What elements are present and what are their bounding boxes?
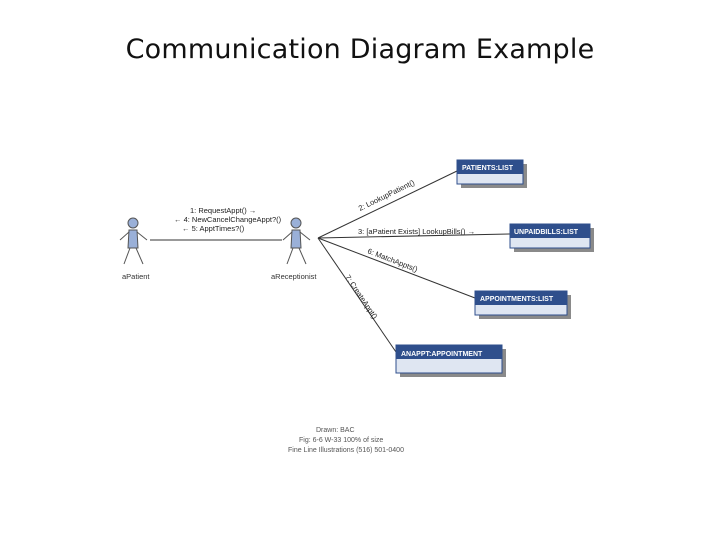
stick-figure-icon <box>282 217 311 265</box>
object-anappt-appointment: ANAPPT:APPOINTMENT <box>395 344 506 377</box>
slide-title: Communication Diagram Example <box>125 34 595 65</box>
object-appointments-list: APPOINTMENTS:LIST <box>474 290 571 319</box>
patient-label: aPatient <box>122 272 150 281</box>
link-to-anappt <box>317 237 397 353</box>
credit-line-2: Fig: 6-6 W-33 100% of size <box>299 437 383 444</box>
association-links <box>150 170 511 353</box>
object-label: APPOINTMENTS:LIST <box>480 296 554 303</box>
object-unpaidbills-list: UNPAIDBILLS:LIST <box>509 223 594 252</box>
credit-line-3: Fine Line Illustrations (516) 501-0400 <box>288 447 404 454</box>
message-labels: 1: RequestAppt() → ← 4: NewCancelChangeA… <box>174 178 475 321</box>
link-to-unpaidbills-list <box>317 233 511 239</box>
stick-figure-icon <box>119 217 148 265</box>
object-label: PATIENTS:LIST <box>462 165 514 172</box>
figure-credits: Drawn: BAC Fig: 6-6 W-33 100% of size Fi… <box>288 427 404 454</box>
message-4: ← 4: NewCancelChangeAppt?() <box>174 215 282 224</box>
credit-line-1: Drawn: BAC <box>316 427 355 434</box>
receptionist-actor: aReceptionist <box>271 217 317 281</box>
patient-actor: aPatient <box>119 217 150 281</box>
object-label: ANAPPT:APPOINTMENT <box>401 351 483 358</box>
object-label: UNPAIDBILLS:LIST <box>514 229 579 236</box>
message-6: 6: MatchAppts() <box>366 246 419 274</box>
receptionist-label: aReceptionist <box>271 272 317 281</box>
link-to-appointments-list <box>317 237 476 299</box>
message-5: ← 5: ApptTimes?() <box>182 224 245 233</box>
message-7: 7: CreateAppt() <box>343 273 379 321</box>
object-patients-list: PATIENTS:LIST <box>456 159 527 188</box>
link-to-patients-list <box>317 170 458 239</box>
message-1: 1: RequestAppt() → <box>190 206 256 215</box>
message-3: 3: [aPatient Exists] LookupBills() → <box>358 227 475 236</box>
